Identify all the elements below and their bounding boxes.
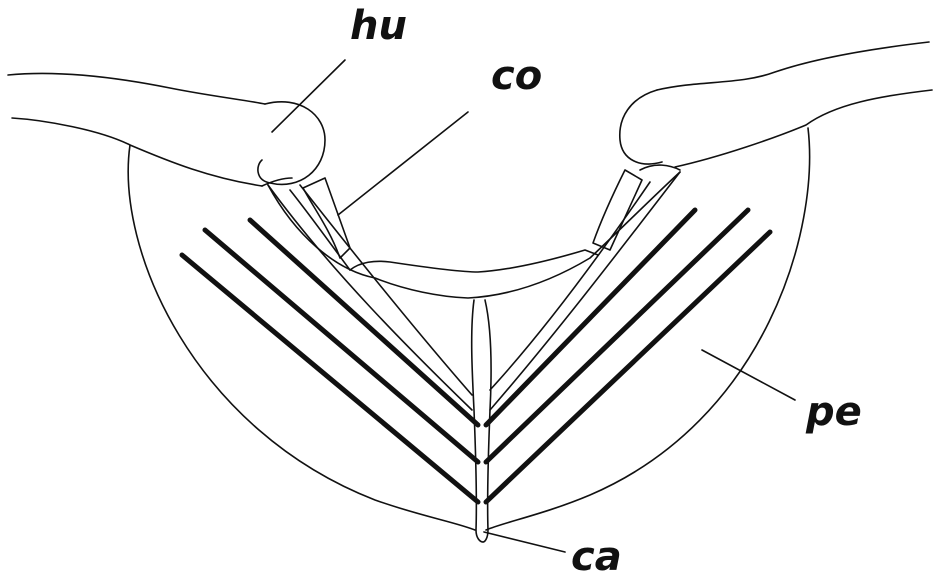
right-humerus-head xyxy=(620,90,662,164)
right-coracoid xyxy=(593,170,642,250)
right-wing-lower-edge xyxy=(675,90,932,167)
right-pectoral-outline xyxy=(486,128,810,530)
left-wing-lower-edge xyxy=(12,118,262,186)
sternal-plate-inner xyxy=(350,250,598,272)
leader-line-hu xyxy=(272,60,345,132)
label-pe: pe xyxy=(806,392,862,432)
label-ca: ca xyxy=(571,537,622,577)
right-fibre-2 xyxy=(486,210,748,462)
leader-line-co xyxy=(338,112,468,215)
label-hu: hu xyxy=(350,6,407,46)
leader-line-ca xyxy=(484,532,565,552)
right-shoulder-joint xyxy=(640,165,680,170)
left-keel-flank xyxy=(268,185,472,410)
left-wing-upper-edge xyxy=(8,73,265,104)
left-fibre-1 xyxy=(250,220,478,425)
right-fibre-1 xyxy=(486,210,695,425)
label-co: co xyxy=(491,56,542,96)
left-humerus-head xyxy=(258,102,325,185)
right-wing-upper-edge xyxy=(657,42,929,90)
right-keel-flank xyxy=(490,172,680,410)
right-fibre-3 xyxy=(486,232,770,502)
